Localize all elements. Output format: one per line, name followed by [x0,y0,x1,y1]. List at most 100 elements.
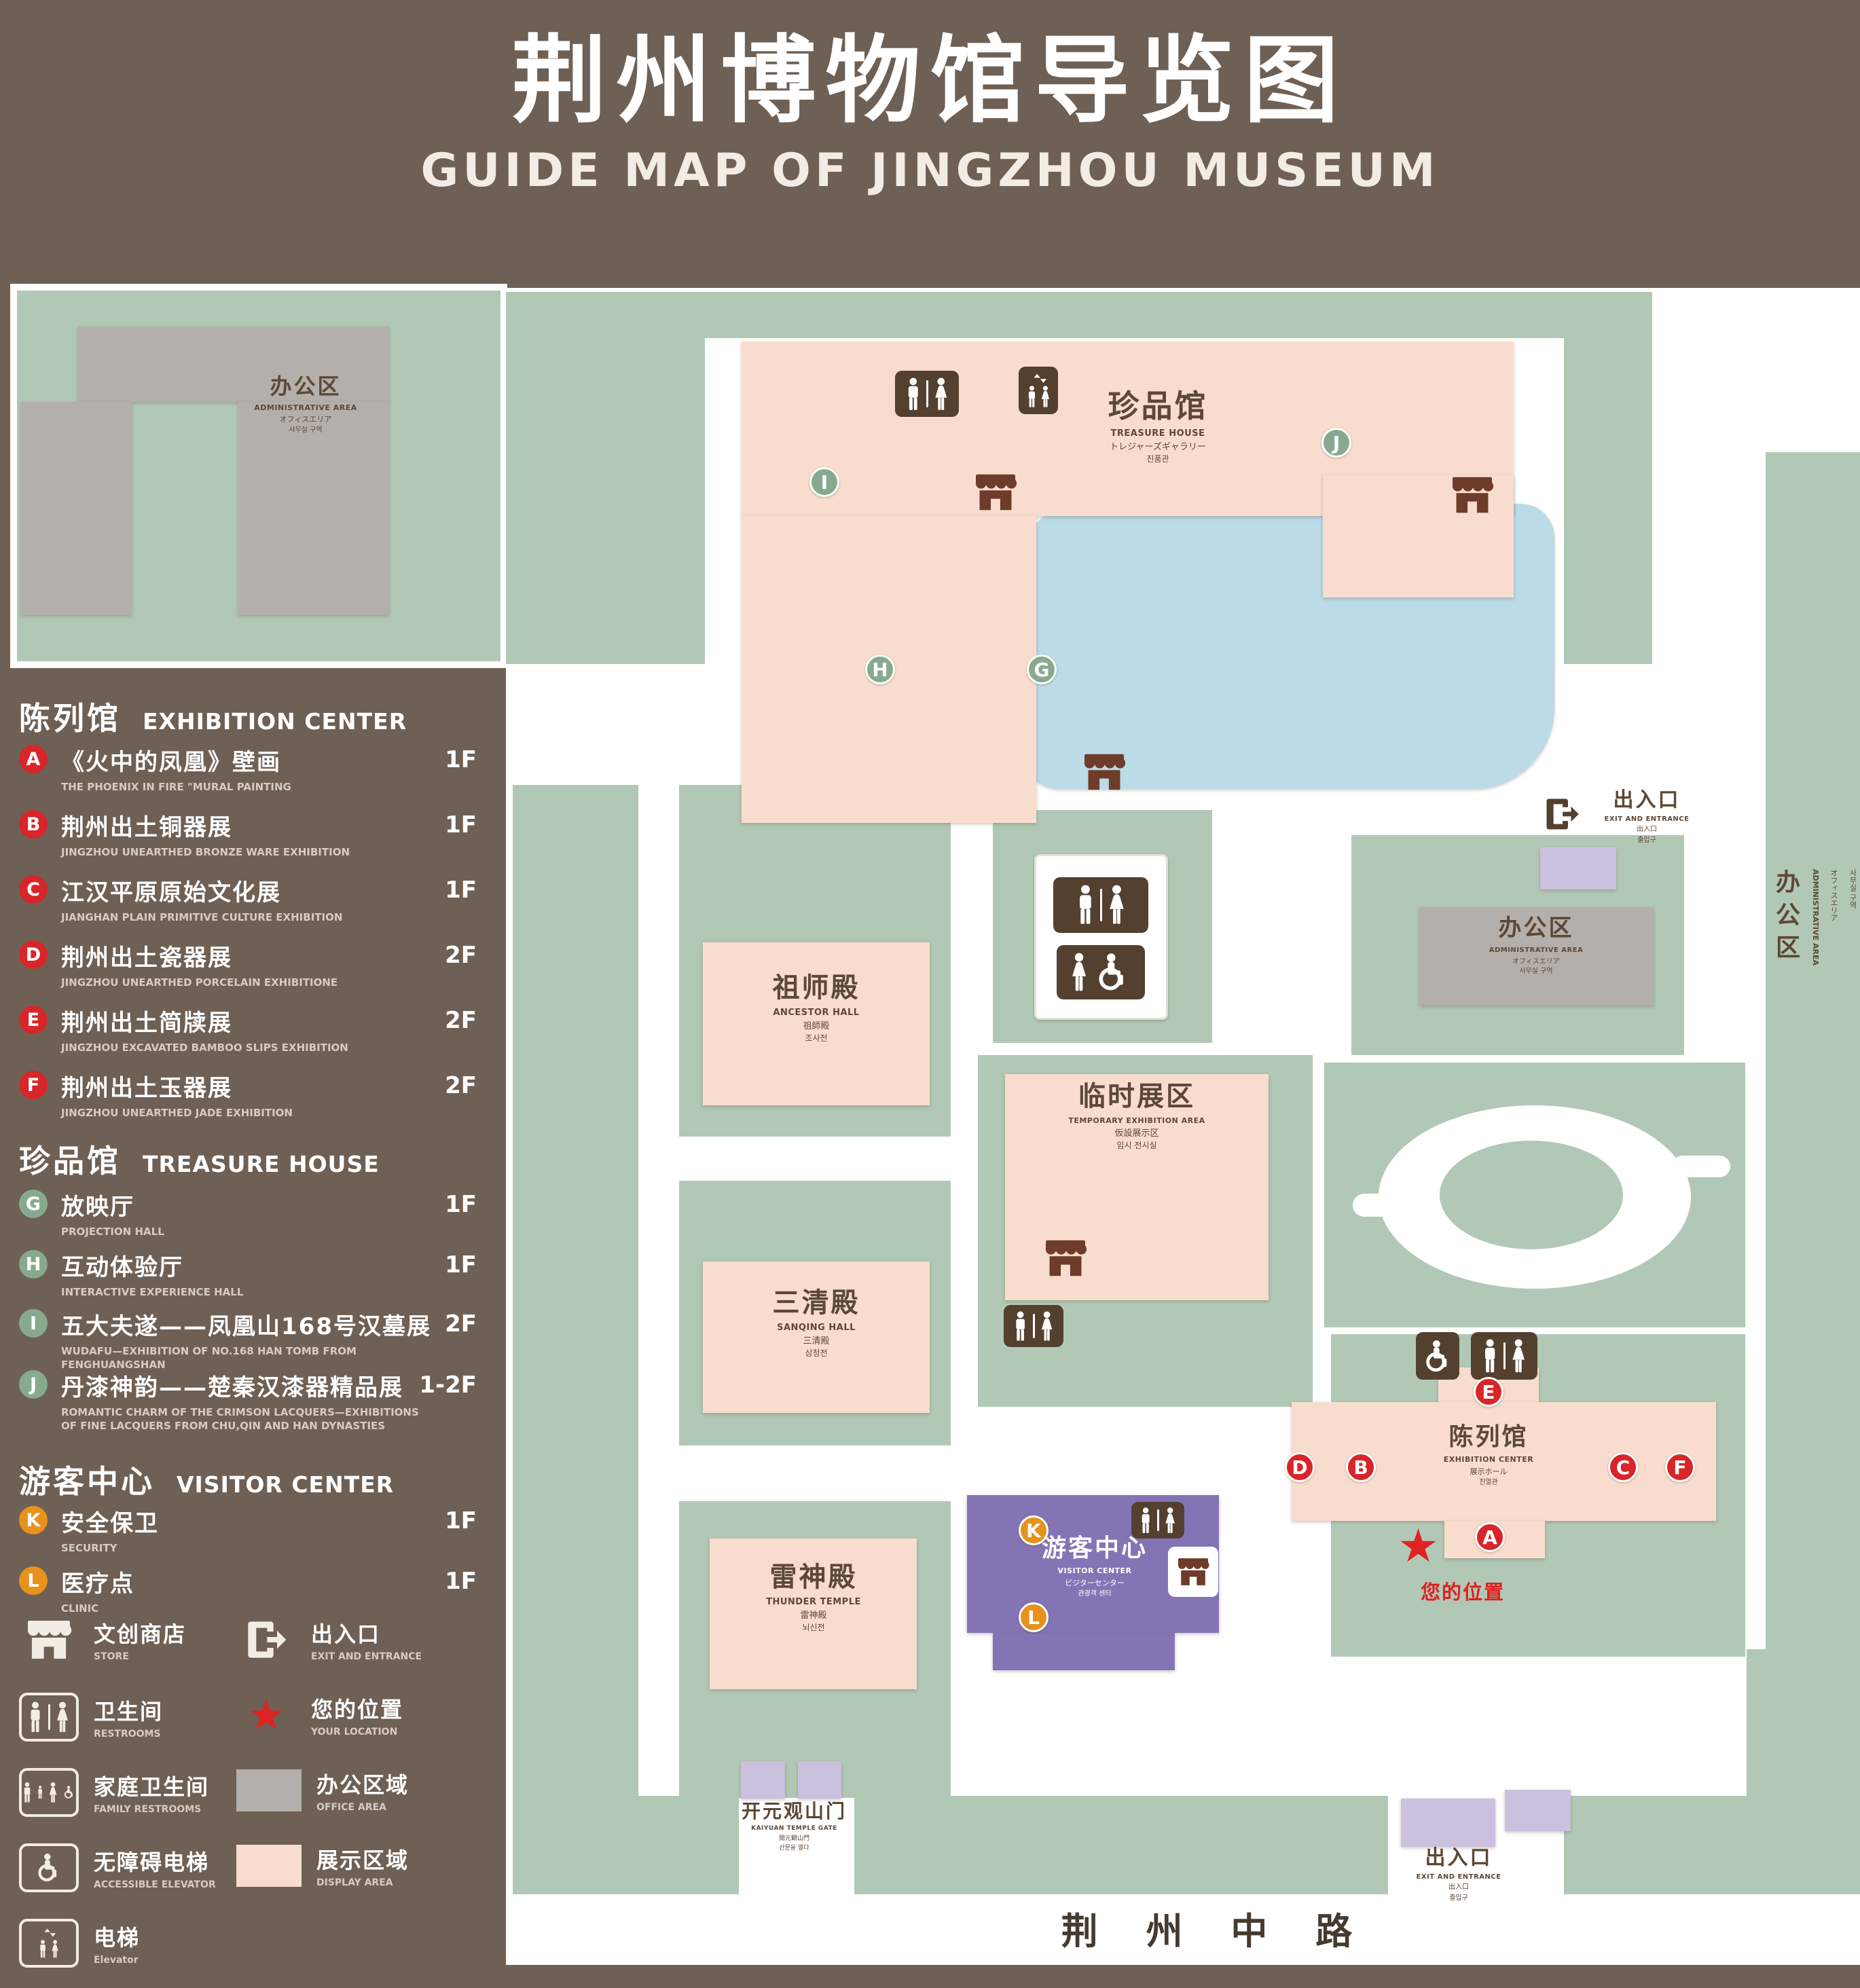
entrance-block-right [1540,847,1616,889]
entrance-block-bottom-a [1401,1799,1495,1847]
label-exhibition-center: 陈列馆 EXHIBITION CENTER 展示ホール 진열관 [1407,1423,1570,1486]
legend-item-L: L 医疗点 CLINIC 1F [19,1565,500,1615]
legend-item-en: JINGZHOU EXCAVATED BAMBOO SLIPS EXHIBITI… [61,1042,348,1054]
store-icon [1178,1558,1209,1585]
legend-item-zh: 荆州出土铜器展 [61,814,232,841]
entrance-block-bottom-b [1505,1790,1571,1831]
legend-symbol-elevator: 电梯 Elevator [19,1919,233,1968]
label-sanqing-hall: 三清殿 SANQING HALL 三清殿 삼청전 [735,1287,898,1359]
label-ancestor-hall-jp: 祖師殿 [803,1020,830,1031]
display-area-swatch [236,1845,302,1887]
building-ancestor-hall [703,942,930,1105]
legend-item-en: JINGZHOU UNEARTHED JADE EXHIBITION [61,1107,293,1119]
legend-marker-E: E [19,1006,48,1034]
section-title-en: TREASURE HOUSE [143,1151,380,1177]
store-chip [1168,1547,1218,1597]
label-treasure-house-kr: 진품관 [1146,454,1169,464]
page-subtitle: GUIDE MAP OF JINGZHOU MUSEUM [420,144,1440,198]
area-green-left-strip [513,785,638,1796]
legend-marker-D: D [19,940,48,969]
section-title-zh: 珍品馆 [19,1143,121,1179]
legend-marker-L: L [19,1566,48,1595]
legend-item-zh: 安全保卫 [61,1510,159,1537]
symbol-zh: 卫生间 [94,1699,164,1725]
accessible-elevator-icon [1416,1332,1459,1380]
label-sanqing-hall-jp: 三清殿 [803,1336,830,1346]
label-admin-right-kr: 사무실 구역 [1848,869,1857,909]
legend-item-en: WUDAFU—EXHIBITION OF NO.168 HAN TOMB FRO… [61,1345,357,1372]
map-marker-B: B [1346,1452,1376,1482]
label-exhibition-center-kr: 진열관 [1479,1478,1498,1486]
symbol-zh: 家庭卫生间 [94,1774,210,1800]
legend-section-visitor-center: 游客中心 VISITOR CENTER [19,1457,394,1502]
legend-item-en: CLINIC [61,1602,99,1615]
building-admin-mid [1419,907,1654,1006]
legend-symbol-exit: 出入口 EXIT AND ENTRANCE [236,1617,450,1662]
label-admin-top-left-kr: 사무실 구역 [289,426,323,435]
section-title-zh: 陈列馆 [19,700,121,737]
legend-item-K: K 安全保卫 SECURITY 1F [19,1505,500,1555]
elevator-icon [1019,367,1058,414]
label-treasure-house-en: TREASURE HOUSE [1110,428,1205,439]
label-thunder-temple-zh: 雷神殿 [769,1562,858,1593]
legend-item-F: F 荆州出土玉器展 JINGZHOU UNEARTHED JADE EXHIBI… [19,1069,500,1120]
garden-island [1440,1141,1623,1249]
label-exit-bottom-kr: 출입구 [1449,1894,1468,1902]
label-treasure-house-jp: トレジャーズギャラリー [1110,441,1206,452]
legend-item-floor: 1F [445,746,477,773]
label-kaiyuan-gate-en: KAIYUAN TEMPLE GATE [751,1825,837,1833]
restroom-icon [1131,1502,1184,1539]
label-temporary-exhibition: 临时展区 TEMPORARY EXHIBITION AREA 仮設展示区 임시 … [1055,1081,1218,1150]
building-admin-top-left-a [78,327,389,402]
section-title-en: VISITOR CENTER [177,1471,395,1498]
legend-marker-C: C [19,875,48,904]
legend-item-C: C 江汉平原原始文化展 JIANGHAN PLAIN PRIMITIVE CUL… [19,874,500,924]
legend-marker-G: G [19,1190,48,1218]
label-exit-bottom-jp: 出入口 [1448,1883,1469,1891]
legend-symbol-store: 文创商店 STORE [19,1617,233,1662]
label-visitor-center: 游客中心 VISITOR CENTER ビジターセンター 관광객 센터 [1023,1534,1166,1598]
legend-item-floor: 2F [445,1007,477,1034]
label-sanqing-hall-kr: 삼청전 [805,1348,828,1358]
label-sanqing-hall-en: SANQING HALL [777,1323,856,1333]
family-restroom-icon [19,1768,79,1817]
legend-item-G: G 放映厅 PROJECTION HALL 1F [19,1188,500,1238]
label-thunder-temple-en: THUNDER TEMPLE [766,1597,861,1607]
building-temporary-exhibition [1005,1074,1269,1300]
label-sanqing-hall-zh: 三清殿 [772,1287,860,1319]
map-marker-L: L [1019,1602,1048,1632]
legend-item-en: JINGZHOU UNEARTHED BRONZE WARE EXHIBITIO… [61,846,350,858]
restroom-icon [1004,1305,1063,1347]
building-sanqing-hall [703,1262,930,1413]
label-ancestor-hall-kr: 조사전 [805,1033,828,1043]
label-admin-right-jp: オフィスエリア [1829,869,1838,921]
family-accessible-restroom-icon [1057,945,1145,999]
legend-item-zh: 荆州出土玉器展 [61,1075,232,1102]
legend-symbol-office-area: 办公区域 OFFICE AREA [236,1768,450,1813]
your-location-label: 您的位置 [1421,1581,1506,1604]
legend-item-en: SECURITY [61,1542,117,1554]
legend-section-exhibition-center: 陈列馆 EXHIBITION CENTER [19,694,407,739]
legend-item-floor: 1F [445,1568,477,1595]
store-icon [1452,477,1494,513]
section-title-en: EXHIBITION CENTER [143,708,407,735]
area-green-bottom-right [1747,1649,1860,1798]
label-exit-right-zh: 出入口 [1613,788,1681,812]
accessible-elevator-icon [19,1843,79,1892]
legend-item-floor: 1F [445,1251,477,1278]
exit-icon [1546,798,1579,830]
legend-item-zh: 荆州出土瓷器展 [61,944,232,972]
label-admin-top-left-jp: オフィスエリア [279,415,332,424]
map-marker-A: A [1475,1522,1505,1552]
legend-item-en: INTERACTIVE EXPERIENCE HALL [61,1286,244,1298]
legend-symbol-family-restroom: 家庭卫生间 FAMILY RESTROOMS [19,1768,233,1817]
store-icon [1084,754,1126,790]
store-icon [975,474,1017,511]
area-green-bottom-band-right [1564,1796,1860,1894]
label-exit-bottom: 出入口 EXIT AND ENTRANCE 出入口 출입구 [1398,1846,1520,1902]
legend-item-zh: 互动体验厅 [61,1254,183,1281]
legend-item-zh: 荆州出土简牍展 [61,1010,232,1037]
label-admin-mid-zh: 办公区 [1498,915,1574,942]
man-glyph [908,378,918,410]
